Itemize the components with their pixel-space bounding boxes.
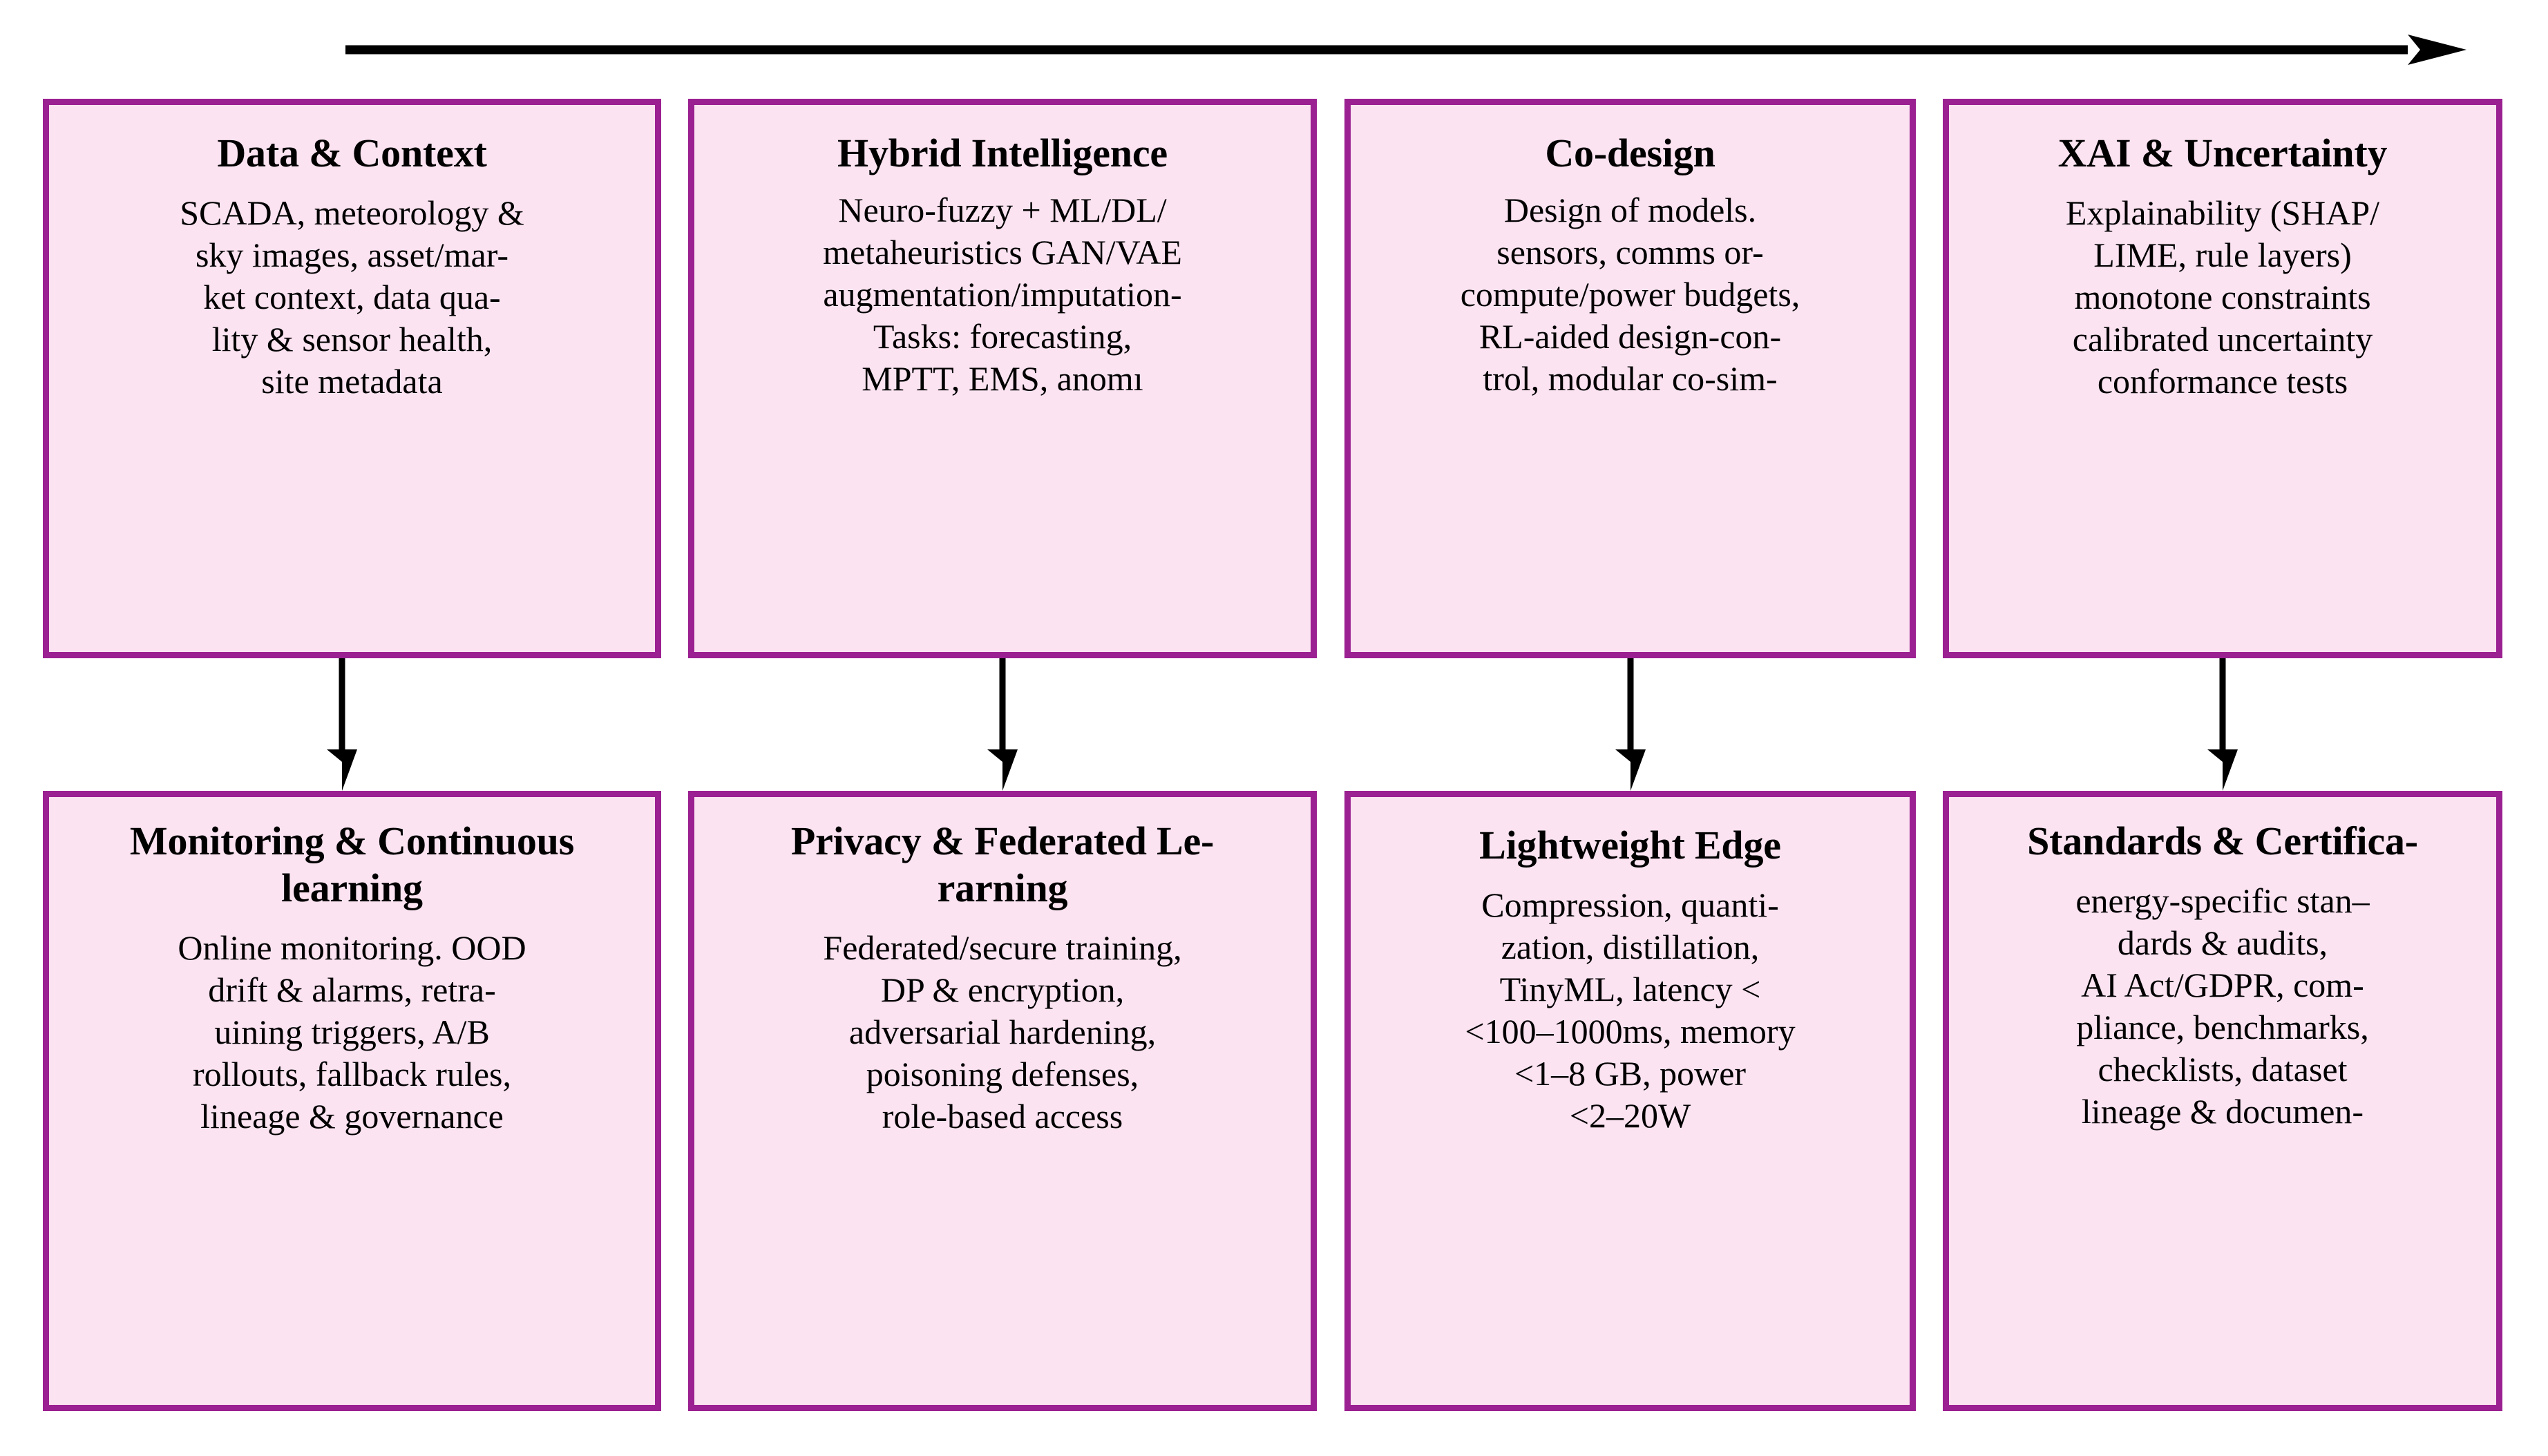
stage-box-lightweight-edge[interactable]: Lightweight Edge Compression, quanti- za… bbox=[1344, 791, 1916, 1411]
connector-arrow-column-3 bbox=[1610, 658, 1651, 791]
stage-title: Standards & Certifica- bbox=[2027, 818, 2418, 863]
progression-arrow bbox=[345, 35, 2466, 65]
stage-title: Lightweight Edge bbox=[1479, 823, 1781, 868]
stage-box-data-context[interactable]: Data & Context SCADA, meteorology & sky … bbox=[43, 99, 661, 658]
stage-body: Compression, quanti- zation, distillatio… bbox=[1465, 885, 1796, 1135]
stage-title: Data & Context bbox=[217, 131, 487, 175]
stage-title: Privacy & Federated Le- rarning bbox=[790, 818, 1215, 910]
stage-body: Design of models. sensors, comms or- com… bbox=[1460, 191, 1800, 398]
stage-title: Hybrid Intelligence bbox=[837, 131, 1168, 175]
stage-box-hybrid-intelligence[interactable]: Hybrid Intelligence Neuro-fuzzy + ML/DL/… bbox=[688, 99, 1317, 658]
stage-body: Explainability (SHAP/ LIME, rule layers)… bbox=[2065, 193, 2380, 401]
connector-arrow-column-1 bbox=[321, 658, 363, 791]
stage-box-privacy-federated-learning[interactable]: Privacy & Federated Le- rarning Federate… bbox=[688, 791, 1317, 1411]
stage-body: Online monitoring. OOD drift & alarms, r… bbox=[178, 928, 526, 1136]
stage-box-xai-uncertainty[interactable]: XAI & Uncertainty Explainability (SHAP/ … bbox=[1943, 99, 2502, 658]
stage-title: XAI & Uncertainty bbox=[2057, 131, 2388, 175]
stage-body: Neuro-fuzzy + ML/DL/ metaheuristics GAN/… bbox=[823, 191, 1182, 398]
stage-title: Co-design bbox=[1545, 131, 1715, 175]
stage-title: Monitoring & Continuous learning bbox=[129, 818, 575, 910]
stage-box-monitoring-continuous-learning[interactable]: Monitoring & Continuous learning Online … bbox=[43, 791, 661, 1411]
connector-arrow-column-2 bbox=[982, 658, 1023, 791]
stage-body: Federated/secure training, DP & encrypti… bbox=[823, 928, 1182, 1136]
stage-body: energy-specific stan– dards & audits, AI… bbox=[2075, 881, 2370, 1131]
stage-box-standards-certification[interactable]: Standards & Certifica- energy-specific s… bbox=[1943, 791, 2502, 1411]
stage-box-co-design[interactable]: Co-design Design of models. sensors, com… bbox=[1344, 99, 1916, 658]
stage-body: SCADA, meteorology & sky images, asset/m… bbox=[180, 193, 524, 401]
connector-arrow-column-4 bbox=[2202, 658, 2243, 791]
